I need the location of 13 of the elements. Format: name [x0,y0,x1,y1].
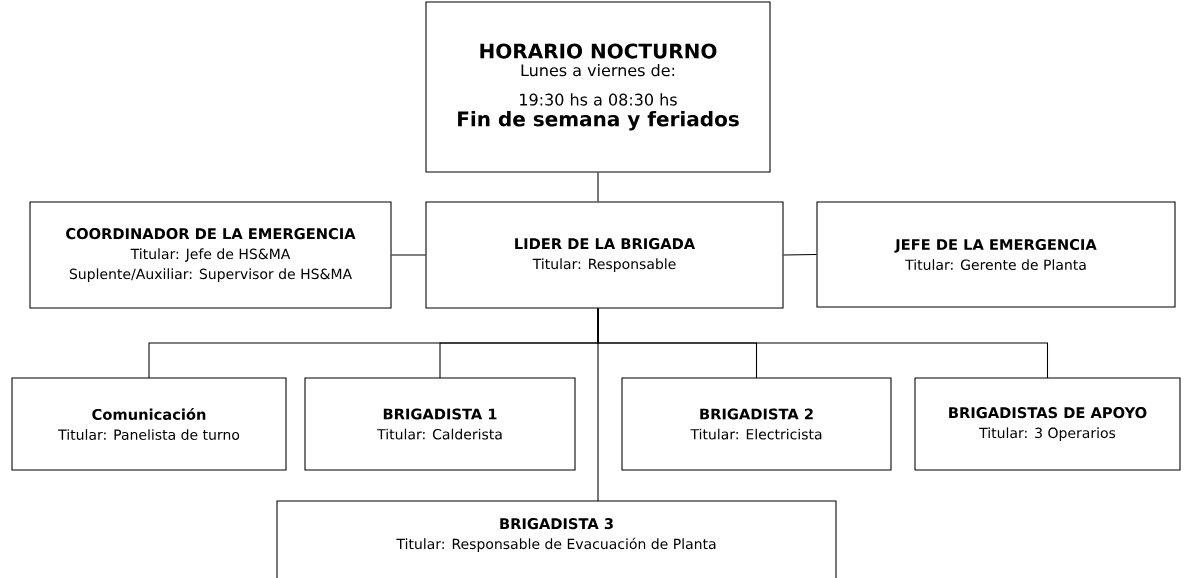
role-box: HORARIO NOCTURNO Lunes a viernes de: 19:30 hs a 08:30 hs Fin de semana y feriados [425,1,771,173]
role-box: COORDINADOR DE LA EMERGENCIA Titular: Jefe de HS&MA Suplente/Auxiliar: Supervisor de HS&MA [29,201,392,309]
role-box: BRIGADISTA 1 Titular: Calderista [304,377,576,471]
role-box: BRIGADISTAS DE APOYO Titular: 3 Operarios [914,377,1181,471]
role-box: Comunicación Titular: Panelista de turno [11,377,287,471]
role-box: JEFE DE LA EMERGENCIA Titular: Gerente de Planta [816,201,1176,308]
connector-line [597,308,599,502]
role-box: BRIGADISTA 2 Titular: Electricista [621,377,892,471]
role-box: BRIGADISTA 3 Titular: Responsable de Evacuación de Planta [276,500,837,578]
connector-line [391,254,426,256]
connector-line [597,172,599,202]
role-box: LIDER DE LA BRIGADA Titular: Responsable [425,201,784,309]
connector-line [783,253,817,256]
